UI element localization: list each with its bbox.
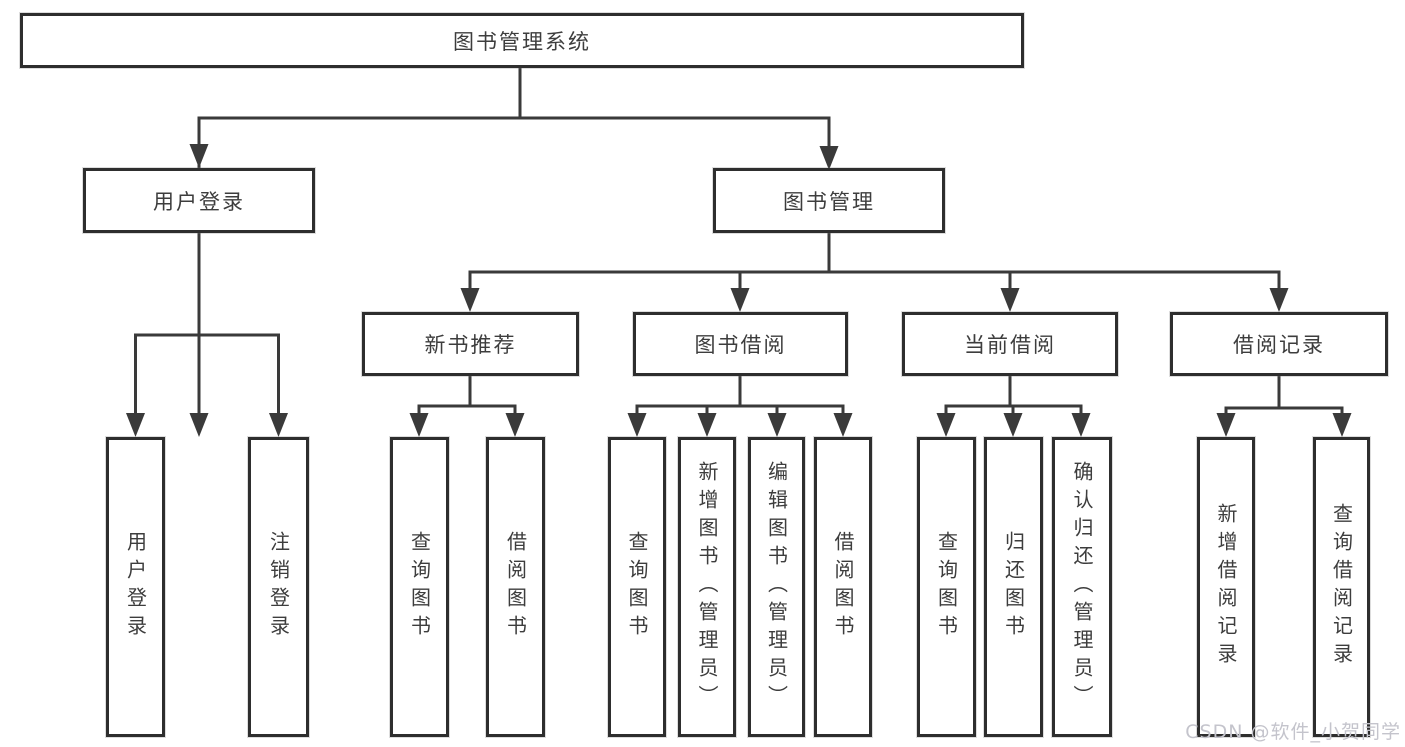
node-borrow-records: 借阅记录: [1170, 312, 1388, 376]
leaf-confirm-return-admin: 确认归还（管理员）: [1052, 437, 1112, 737]
leaf-query-books-borrow: 查询图书: [608, 437, 666, 737]
node-borrow-records-label: 借阅记录: [1233, 333, 1325, 357]
leaf-borrow-books: 借阅图书: [814, 437, 872, 737]
leaf-return-books: 归还图书: [984, 437, 1043, 737]
leaf-borrow-books-newbook-label: 借阅图书: [503, 531, 528, 643]
node-book-borrow: 图书借阅: [633, 312, 848, 376]
leaf-add-borrow-record-label: 新增借阅记录: [1214, 503, 1238, 671]
node-user-login-label: 用户登录: [153, 189, 245, 214]
leaf-user-login: 用户登录: [106, 437, 165, 737]
leaf-borrow-books-label: 借阅图书: [831, 531, 855, 643]
node-new-book-recommend: 新书推荐: [362, 312, 579, 376]
leaf-query-borrow-record: 查询借阅记录: [1313, 437, 1370, 737]
leaf-borrow-books-newbook: 借阅图书: [486, 437, 545, 737]
leaf-add-books-admin-label: 新增图书（管理员）: [695, 461, 719, 713]
leaf-query-books-newbook: 查询图书: [390, 437, 449, 737]
connector-book-borrow-to-leaves: [627, 374, 853, 437]
leaf-return-books-label: 归还图书: [1001, 531, 1026, 643]
connector-book-management-to-level3: [460, 231, 1289, 312]
node-new-book-recommend-label: 新书推荐: [424, 333, 517, 357]
connector-borrow-record-to-leaves: [1216, 374, 1352, 437]
leaf-query-books-current: 查询图书: [917, 437, 976, 737]
node-book-management-label: 图书管理: [783, 189, 875, 214]
connector-new-book-to-leaves: [409, 374, 525, 437]
leaf-user-login-label: 用户登录: [123, 531, 148, 643]
node-system-root: 图书管理系统: [20, 13, 1024, 68]
node-book-management: 图书管理: [713, 168, 945, 233]
leaf-logout: 注销登录: [248, 437, 309, 737]
node-book-borrow-label: 图书借阅: [694, 333, 787, 357]
leaf-confirm-return-admin-label: 确认归还（管理员）: [1070, 461, 1094, 713]
leaf-query-books-borrow-label: 查询图书: [625, 531, 649, 643]
node-current-borrow: 当前借阅: [902, 312, 1118, 376]
csdn-watermark: CSDN @软件_小贺同学: [1185, 721, 1401, 743]
connector-current-borrow-to-leaves: [936, 374, 1091, 437]
leaf-query-borrow-record-label: 查询借阅记录: [1329, 503, 1354, 671]
node-system-root-label: 图书管理系统: [453, 29, 591, 54]
leaf-query-books-current-label: 查询图书: [934, 531, 959, 643]
connector-user-login-to-leaves: [126, 231, 288, 437]
connector-root-left-arrow: [189, 144, 209, 168]
node-user-login: 用户登录: [83, 168, 315, 233]
leaf-logout-label: 注销登录: [266, 531, 291, 643]
leaf-add-books-admin: 新增图书（管理员）: [678, 437, 736, 737]
leaf-query-books-newbook-label: 查询图书: [407, 531, 432, 643]
leaf-edit-books-admin: 编辑图书（管理员）: [748, 437, 805, 737]
leaf-edit-books-admin-label: 编辑图书（管理员）: [764, 461, 789, 713]
node-current-borrow-label: 当前借阅: [964, 333, 1056, 357]
leaf-add-borrow-record: 新增借阅记录: [1197, 437, 1255, 737]
